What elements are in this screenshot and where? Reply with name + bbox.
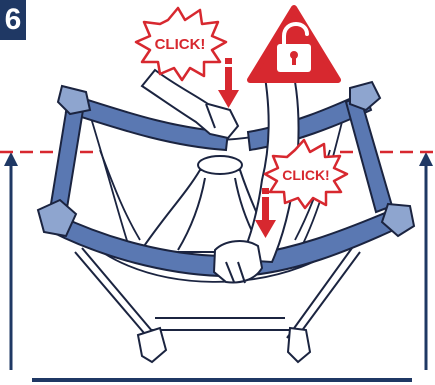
corner-joint-top-left bbox=[56, 84, 92, 116]
corner-joint-top-right bbox=[349, 80, 382, 112]
unlock-warning-icon bbox=[247, 5, 341, 83]
left-foot bbox=[136, 326, 168, 364]
corner-joint-bottom-left bbox=[36, 198, 78, 238]
step-number-badge: 6 bbox=[0, 0, 26, 40]
height-arrow-left bbox=[4, 152, 18, 370]
right-hand bbox=[212, 240, 264, 284]
click-burst-bottom: CLICK! bbox=[263, 138, 349, 210]
corner-joint-bottom-right bbox=[380, 202, 416, 238]
down-arrow-icon bbox=[255, 188, 276, 238]
down-arrow-icon bbox=[218, 58, 239, 108]
side-rail-right bbox=[344, 94, 394, 214]
click-burst-top: CLICK! bbox=[134, 6, 228, 82]
top-rail-left bbox=[64, 93, 230, 152]
side-rail-left bbox=[48, 98, 86, 216]
click-callout-top: CLICK! bbox=[155, 36, 206, 53]
right-foot bbox=[286, 326, 312, 364]
height-arrow-right bbox=[419, 152, 433, 370]
left-hand bbox=[140, 68, 240, 140]
playard-legs bbox=[74, 247, 361, 341]
click-callout-bottom: CLICK! bbox=[282, 167, 329, 183]
